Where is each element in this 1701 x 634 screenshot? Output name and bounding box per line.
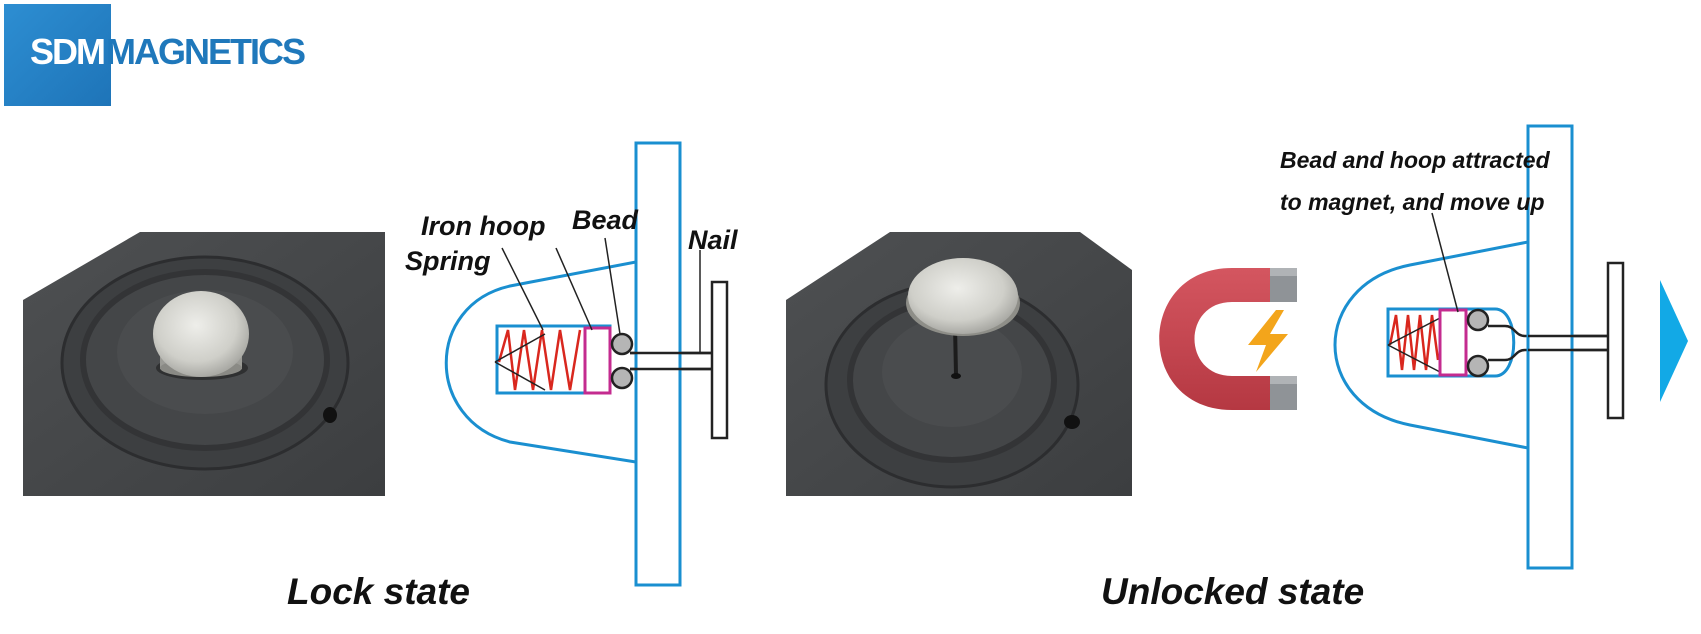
lock-iron-hoop xyxy=(585,328,610,393)
lock-housing-outline xyxy=(446,262,636,462)
unlock-annotation-line2: to magnet, and move up xyxy=(1280,189,1545,215)
lightning-bolt-icon xyxy=(1248,310,1288,372)
unlock-photo xyxy=(786,232,1132,496)
lock-photo xyxy=(23,232,385,496)
unlock-annotation-line1: Bead and hoop attracted xyxy=(1280,147,1551,173)
unlock-pin-disc xyxy=(908,258,1018,334)
lock-bead-top xyxy=(612,334,632,354)
lock-bead-bottom xyxy=(612,368,632,388)
unlock-iron-hoop xyxy=(1440,310,1466,375)
lock-pin-disc xyxy=(153,291,249,377)
unlock-bead-bottom xyxy=(1468,356,1488,376)
unlock-bead-top xyxy=(1468,310,1488,330)
label-bead: Bead xyxy=(572,205,639,235)
label-spring: Spring xyxy=(405,246,491,276)
unlock-nail-head xyxy=(1608,263,1623,418)
arrow-right-icon xyxy=(1660,280,1688,402)
caption-unlocked-state: Unlocked state xyxy=(1101,571,1364,612)
label-iron-hoop: Iron hoop xyxy=(421,211,545,241)
lock-plate xyxy=(636,143,680,585)
lock-spring xyxy=(499,330,580,390)
unlock-housing-outline xyxy=(1335,242,1528,448)
caption-lock-state: Lock state xyxy=(287,571,470,612)
lock-nail-head xyxy=(712,282,727,438)
label-nail: Nail xyxy=(688,225,738,255)
